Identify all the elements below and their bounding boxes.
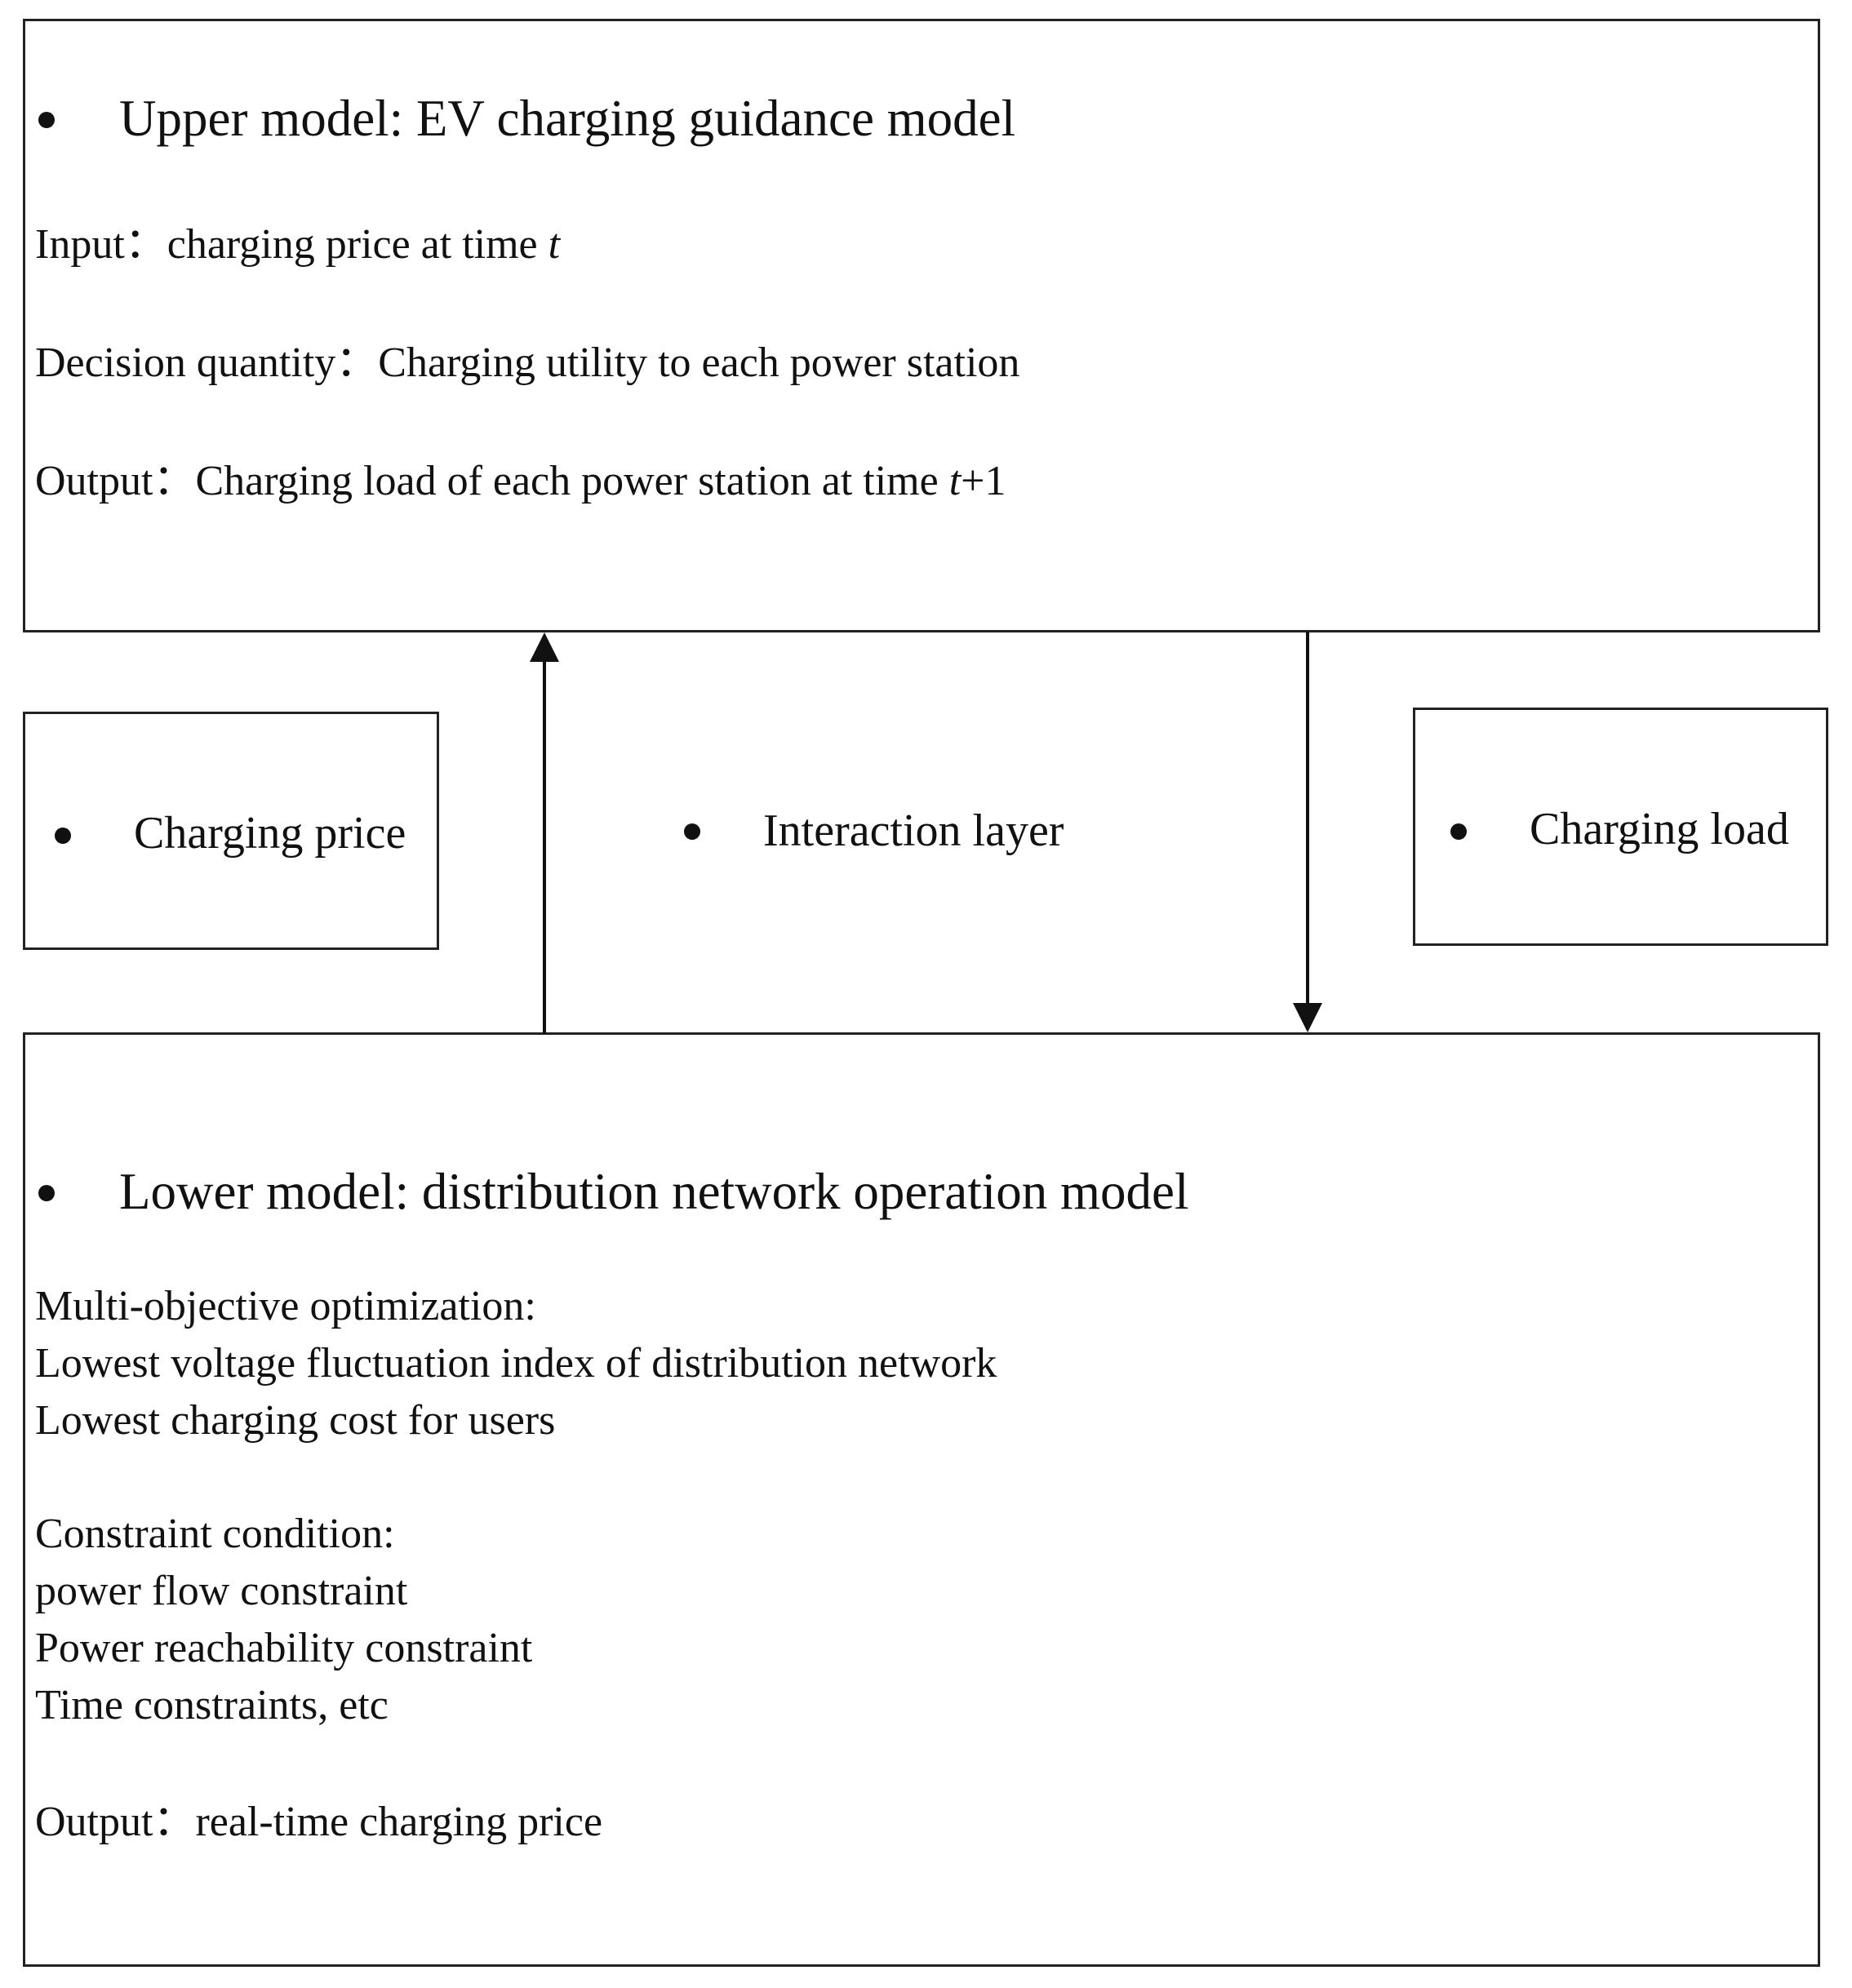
upper-input-variable: t <box>548 221 561 268</box>
upper-decision-line: Decision quantity：Charging utility to ea… <box>35 342 1019 384</box>
lower-output-label: Output： <box>35 1799 196 1845</box>
lower-model-title: Lower model: distribution network operat… <box>119 1163 1189 1220</box>
charging-load-bullet-icon <box>1450 823 1467 840</box>
interaction-layer: Interaction layer <box>677 800 1102 865</box>
constraint-item: power flow constraint <box>35 1568 408 1614</box>
upper-decision-text: Charging utility to each power station <box>378 339 1020 386</box>
upper-output-line: Output：Charging load of each power stati… <box>35 460 1006 503</box>
upper-model-title: Upper model: EV charging guidance model <box>119 90 1016 147</box>
upper-output-suffix: +1 <box>961 458 1006 504</box>
constraint-heading: Constraint condition: <box>35 1511 395 1557</box>
interaction-layer-bullet-icon <box>684 823 700 840</box>
upper-output-label: Output： <box>35 458 196 504</box>
objective-item: Lowest charging cost for users <box>35 1397 556 1444</box>
constraint-item: Power reachability constraint <box>35 1625 533 1671</box>
up-arrow <box>530 632 559 1034</box>
lower-title-bullet-icon <box>38 1185 55 1201</box>
upper-title-bullet-icon <box>38 112 55 128</box>
upper-input-text: charging price at time <box>167 221 548 268</box>
charging-price-label: Charging price <box>134 808 406 859</box>
down-arrow <box>1293 632 1322 1032</box>
lower-output-text: real-time charging price <box>195 1799 603 1845</box>
upper-output-variable: t <box>948 458 962 504</box>
charging-price-bullet-icon <box>55 828 71 844</box>
objective-heading: Multi-objective optimization: <box>35 1283 536 1329</box>
constraint-item: Time constraints, etc <box>35 1682 389 1728</box>
upper-input-line: Input：charging price at time t <box>35 224 560 266</box>
upper-model-box: Upper model: EV charging guidance model … <box>23 19 1820 632</box>
down-arrow-head-icon <box>1293 1003 1322 1032</box>
upper-decision-label: Decision quantity： <box>35 339 379 386</box>
objective-item: Lowest voltage fluctuation index of dist… <box>35 1340 997 1387</box>
upper-input-label: Input： <box>35 221 167 268</box>
interaction-layer-label: Interaction layer <box>763 805 1064 856</box>
upper-output-text: Charging load of each power station at t… <box>195 458 949 504</box>
lower-output-line: Output：real-time charging price <box>35 1801 602 1844</box>
lower-model-box: Lower model: distribution network operat… <box>23 1032 1820 1967</box>
charging-load-label: Charging load <box>1530 804 1789 854</box>
charging-load-box: Charging load <box>1413 708 1828 946</box>
up-arrow-head-icon <box>530 632 559 662</box>
charging-price-box: Charging price <box>23 712 439 950</box>
